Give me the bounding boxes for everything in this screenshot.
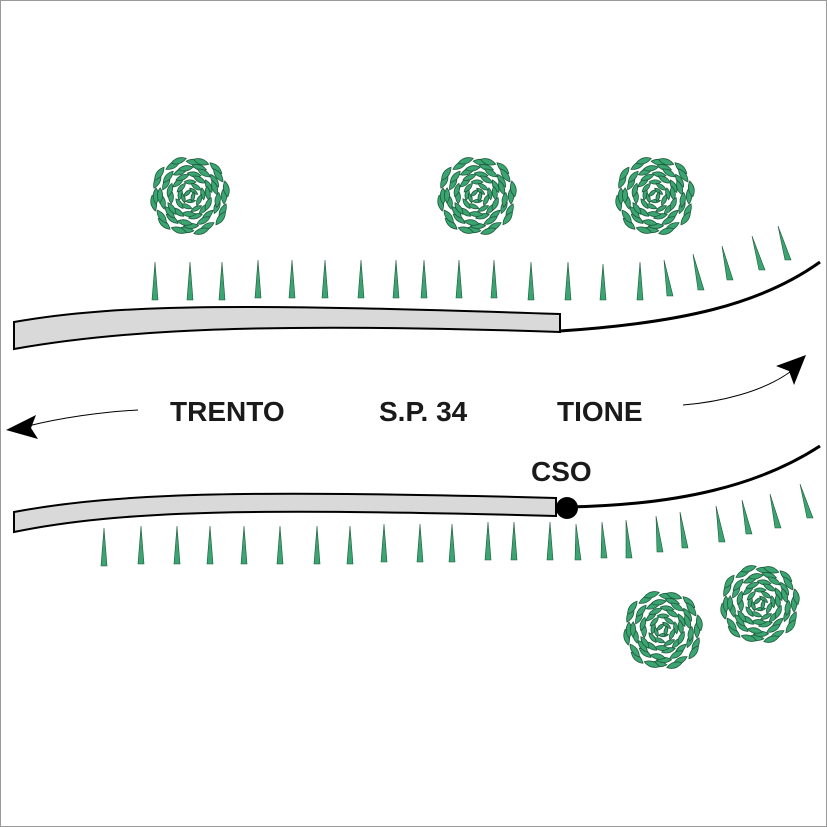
post-icon <box>655 515 664 553</box>
post-icon <box>137 525 145 565</box>
post-icon <box>240 525 248 565</box>
post-icon <box>173 525 181 565</box>
tree-icon <box>437 157 517 235</box>
tree-icon <box>720 565 800 643</box>
road-upper-edge-line <box>559 260 821 333</box>
post-icon <box>288 259 296 299</box>
post-icon <box>721 245 734 281</box>
road-lower-band <box>13 492 557 534</box>
post-icon <box>254 259 262 299</box>
post-icon <box>392 259 400 299</box>
post-icon <box>206 525 214 565</box>
post-icon <box>151 261 159 301</box>
arrow-left-icon <box>6 415 38 439</box>
post-icon <box>313 525 321 565</box>
post-icon <box>769 493 782 529</box>
post-icon <box>510 521 518 561</box>
post-icon <box>484 521 492 561</box>
post-icon <box>420 259 428 299</box>
post-icon <box>599 263 607 301</box>
post-icon <box>715 505 726 543</box>
post-icon <box>636 261 644 301</box>
tree-icon <box>623 591 703 669</box>
post-icon <box>692 253 705 291</box>
post-icon <box>564 261 572 301</box>
arrow-right-icon <box>776 355 806 385</box>
label-trento: TRENTO <box>170 396 285 427</box>
post-icon <box>380 523 388 563</box>
post-icon <box>416 523 424 563</box>
label-cso: CSO <box>531 456 592 487</box>
trees-group <box>150 157 800 669</box>
post-icon <box>346 525 354 565</box>
post-icon <box>100 527 108 567</box>
marker-dot-icon <box>556 497 578 519</box>
post-icon <box>490 259 498 299</box>
post-icon <box>527 261 535 301</box>
post-icon <box>218 261 226 301</box>
road-lower-edge-line <box>567 444 821 509</box>
post-icon <box>448 523 456 563</box>
post-icon <box>799 483 814 519</box>
post-icon <box>741 499 753 535</box>
post-icon <box>625 519 633 559</box>
posts-group <box>100 225 814 567</box>
post-icon <box>357 259 365 299</box>
post-icon <box>574 523 582 561</box>
post-icon <box>751 235 766 271</box>
arrow-left-line <box>27 409 139 427</box>
label-road-name: S.P. 34 <box>379 396 468 427</box>
post-icon <box>777 225 792 261</box>
post-icon <box>276 525 284 565</box>
post-icon <box>455 259 463 299</box>
tree-icon <box>150 157 230 235</box>
post-icon <box>663 259 674 297</box>
post-icon <box>321 259 329 299</box>
post-icon <box>186 261 194 301</box>
post-icon <box>679 511 689 549</box>
road-upper-band <box>13 305 561 351</box>
label-tione: TIONE <box>557 396 643 427</box>
tree-icon <box>615 157 695 235</box>
post-icon <box>600 521 608 559</box>
post-icon <box>546 521 554 561</box>
arrow-right-line <box>682 371 791 406</box>
